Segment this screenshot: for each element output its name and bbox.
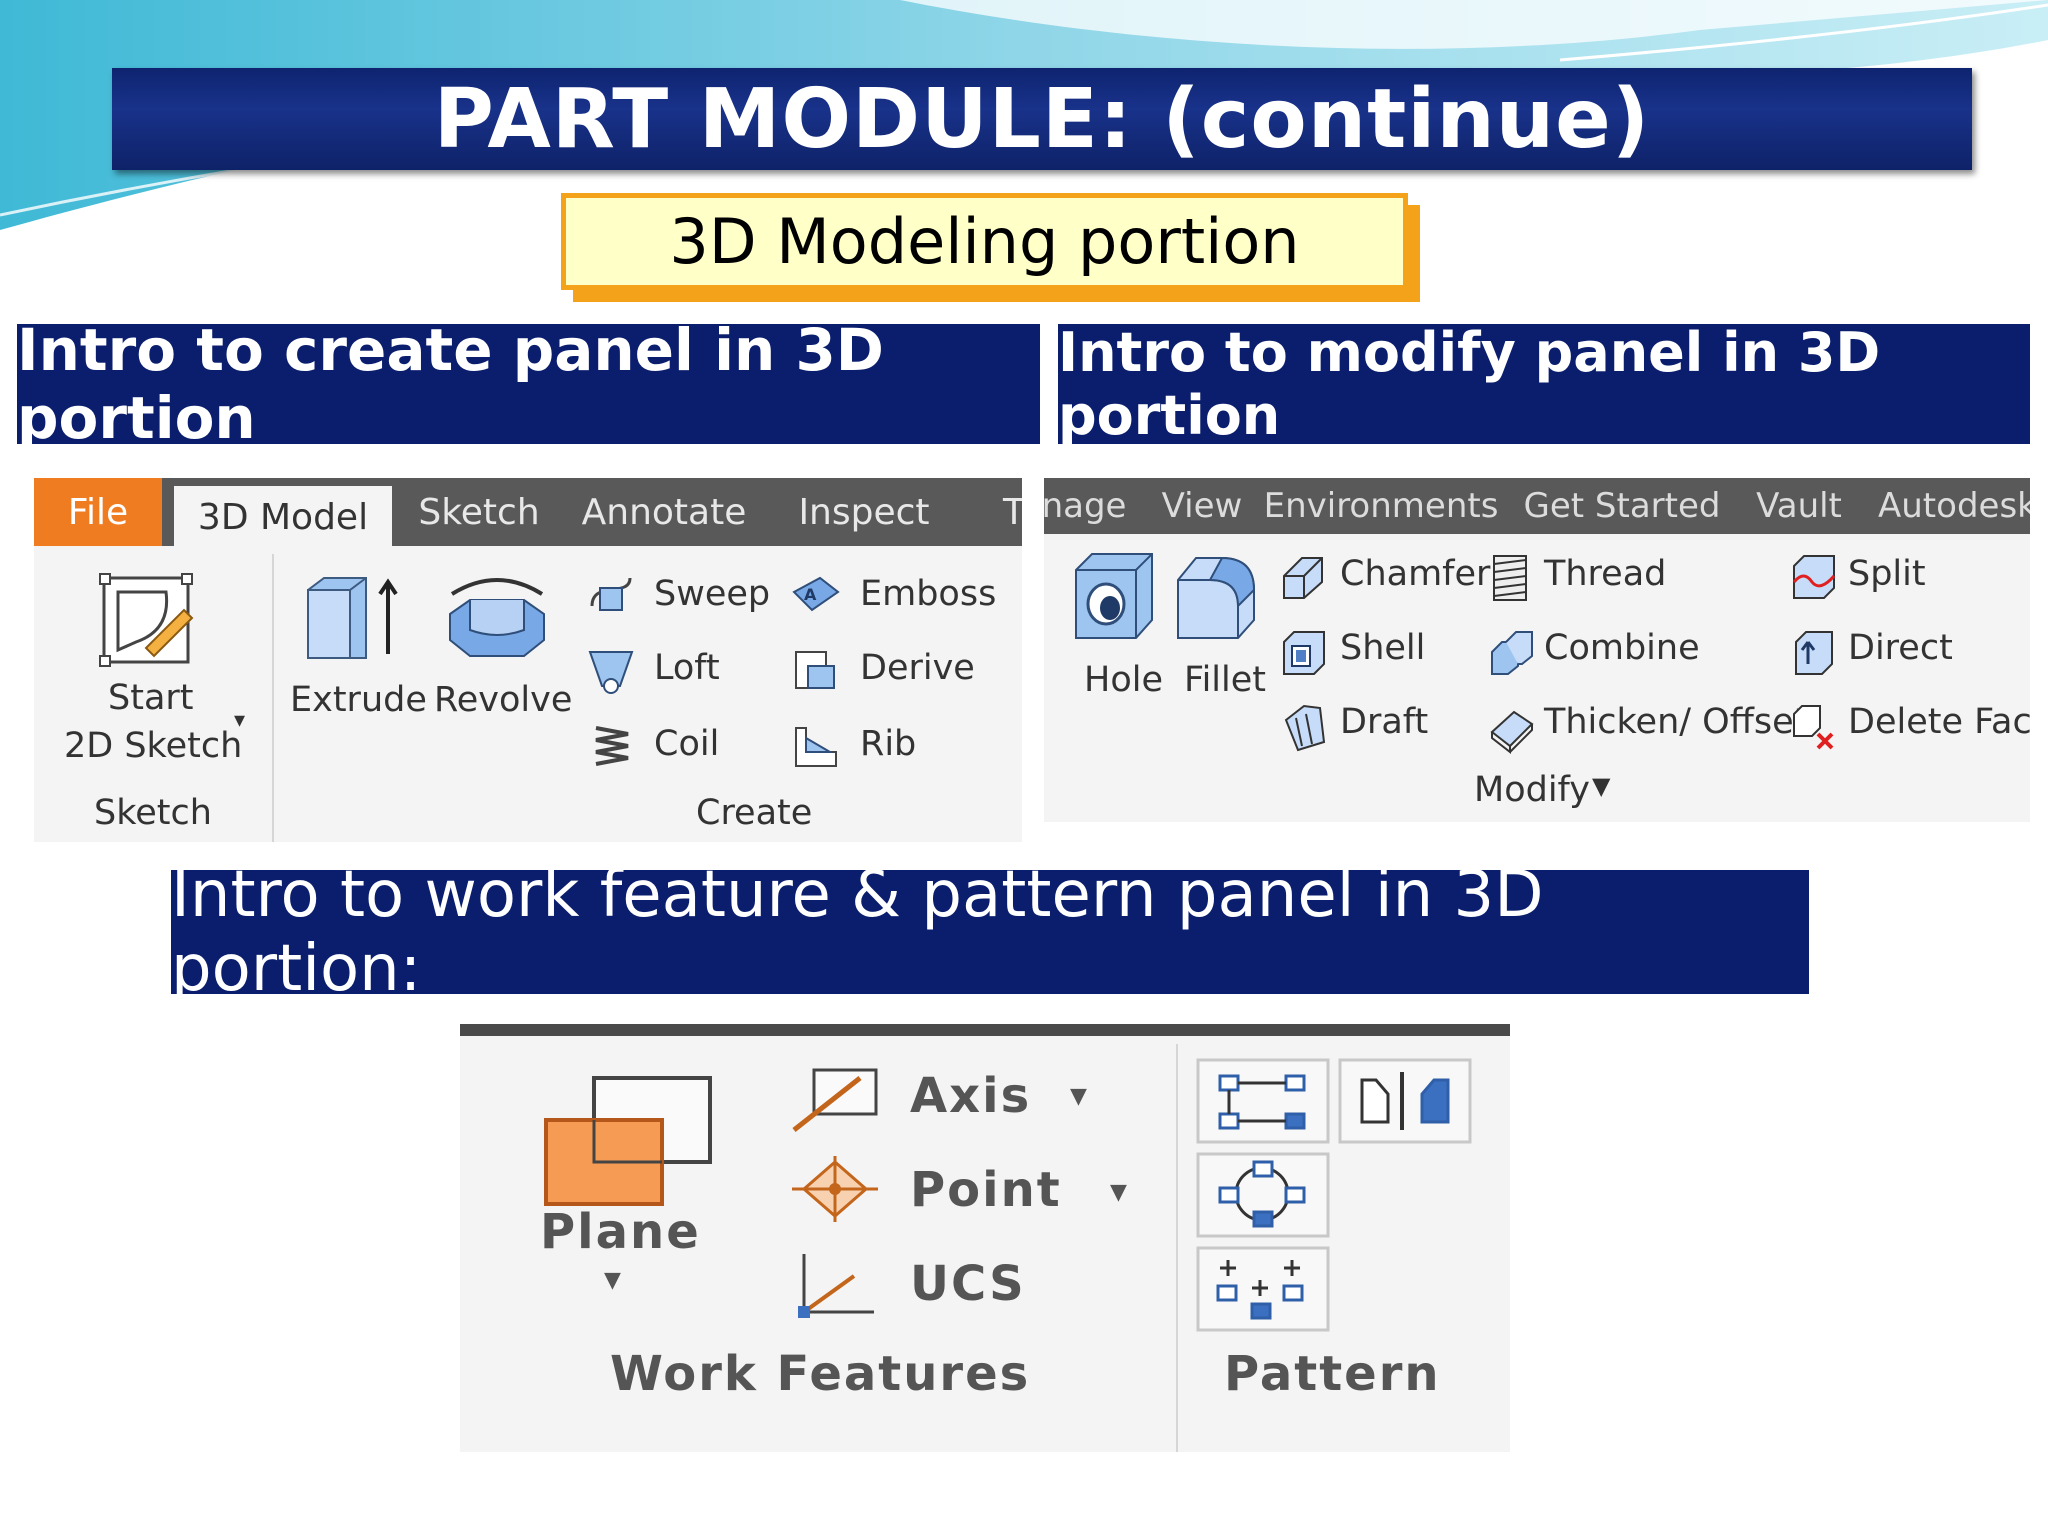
chamfer-label: Chamfer: [1340, 554, 1491, 594]
thicken-offset-label: Thicken/ Offset: [1544, 702, 1808, 742]
sweep-icon[interactable]: [586, 570, 636, 620]
loft-label: Loft: [654, 648, 720, 688]
tab-manage-truncated[interactable]: nage: [1044, 486, 1127, 526]
direct-label: Direct: [1848, 628, 1953, 668]
start-sketch-label-1: Start: [108, 678, 194, 718]
tab-view[interactable]: View: [1161, 486, 1243, 526]
sketch-group-label: Sketch: [94, 793, 212, 833]
tab-3d-model[interactable]: 3D Model: [174, 486, 392, 548]
thicken-offset-icon[interactable]: [1488, 704, 1536, 754]
ribbon-tab-row: File 3D Model Sketch Annotate Inspect T: [34, 478, 1022, 548]
sketch-driven-pattern-icon[interactable]: [1196, 1246, 1330, 1332]
point-icon[interactable]: [790, 1154, 880, 1224]
pattern-group-label: Pattern: [1224, 1346, 1441, 1402]
work-features-group-label: Work Features: [610, 1346, 1031, 1402]
split-label: Split: [1848, 554, 1926, 594]
start-sketch-icon[interactable]: [96, 570, 196, 670]
rectangular-pattern-icon[interactable]: [1196, 1058, 1330, 1144]
page-title: PART MODULE: (continue): [433, 71, 1651, 167]
fillet-icon[interactable]: [1174, 550, 1258, 642]
plane-icon[interactable]: [538, 1070, 718, 1220]
tab-annotate[interactable]: Annotate: [581, 491, 747, 533]
thread-label: Thread: [1544, 554, 1667, 594]
sweep-label: Sweep: [654, 574, 771, 614]
tab-environments[interactable]: Environments: [1263, 486, 1499, 526]
draft-label: Draft: [1340, 702, 1429, 742]
extrude-label: Extrude: [290, 680, 427, 720]
tab-get-started[interactable]: Get Started: [1523, 486, 1721, 526]
modify-ribbon-screenshot: nage View Environments Get Started Vault…: [1044, 478, 2030, 822]
mirror-icon[interactable]: [1338, 1058, 1472, 1144]
draft-icon[interactable]: [1280, 702, 1328, 754]
dropdown-arrow-icon[interactable]: ▾: [234, 708, 246, 733]
work-features-screenshot: Plane ▼ Axis ▼ Point ▼ UCS Work Features: [460, 1024, 1510, 1452]
axis-icon[interactable]: [790, 1064, 880, 1134]
circular-pattern-icon[interactable]: [1196, 1152, 1330, 1238]
derive-label: Derive: [860, 648, 975, 688]
create-ribbon-screenshot: File 3D Model Sketch Annotate Inspect T …: [34, 478, 1022, 842]
title-bar: PART MODULE: (continue): [112, 68, 1972, 170]
coil-label: Coil: [654, 724, 720, 764]
delete-face-label: Delete Face: [1848, 702, 2030, 742]
emboss-label: Emboss: [860, 574, 997, 614]
create-panel-banner: Intro to create panel in 3D portion: [17, 316, 1040, 452]
loft-icon[interactable]: [586, 646, 636, 696]
revolve-label: Revolve: [434, 680, 573, 720]
point-dropdown-icon[interactable]: ▼: [1110, 1180, 1127, 1205]
subtitle-box: 3D Modeling portion: [561, 193, 1408, 290]
delete-face-icon[interactable]: [1790, 702, 1838, 754]
ribbon-tab-row: nage View Environments Get Started Vault…: [1044, 478, 2030, 534]
axis-label: Axis: [910, 1068, 1032, 1124]
derive-icon[interactable]: [790, 646, 842, 696]
split-icon[interactable]: [1790, 552, 1838, 602]
axis-dropdown-icon[interactable]: ▼: [1070, 1084, 1087, 1109]
combine-label: Combine: [1544, 628, 1700, 668]
direct-icon[interactable]: [1790, 628, 1838, 678]
chamfer-icon[interactable]: [1280, 552, 1328, 602]
plane-dropdown-icon[interactable]: ▼: [604, 1268, 621, 1293]
tab-vault[interactable]: Vault: [1756, 486, 1842, 526]
create-group-label: Create: [696, 793, 813, 833]
tab-inspect[interactable]: Inspect: [798, 491, 930, 533]
modify-panel-banner: Intro to modify panel in 3D portion: [1058, 321, 2030, 447]
start-sketch-label-2: 2D Sketch: [64, 726, 243, 766]
tab-file[interactable]: File: [34, 478, 162, 546]
modify-group-label: Modify: [1474, 770, 1590, 810]
ucs-label: UCS: [910, 1256, 1026, 1312]
hole-label: Hole: [1084, 660, 1163, 700]
divider: [272, 554, 274, 842]
svg-text:A: A: [804, 585, 817, 604]
shell-label: Shell: [1340, 628, 1426, 668]
tab-truncated[interactable]: T: [1003, 491, 1022, 533]
tab-autodesk[interactable]: Autodesk A: [1878, 486, 2030, 526]
ribbon-top-edge: [460, 1024, 1510, 1036]
emboss-icon[interactable]: A: [790, 570, 842, 620]
divider: [1176, 1044, 1178, 1452]
ucs-icon[interactable]: [790, 1250, 880, 1320]
fillet-label: Fillet: [1184, 660, 1267, 700]
modify-dropdown-icon[interactable]: ▼: [1592, 772, 1611, 800]
extrude-icon[interactable]: [304, 570, 404, 670]
plane-label: Plane: [540, 1204, 701, 1260]
point-label: Point: [910, 1162, 1062, 1218]
rib-label: Rib: [860, 724, 917, 764]
revolve-icon[interactable]: [442, 570, 552, 670]
work-feature-banner: Intro to work feature & pattern panel in…: [171, 858, 1809, 1006]
tab-sketch[interactable]: Sketch: [418, 491, 540, 533]
subtitle: 3D Modeling portion: [669, 205, 1300, 278]
shell-icon[interactable]: [1280, 628, 1328, 678]
thread-icon[interactable]: [1488, 552, 1532, 604]
rib-icon[interactable]: [790, 722, 842, 772]
hole-icon[interactable]: [1072, 550, 1156, 642]
combine-icon[interactable]: [1488, 628, 1536, 678]
coil-icon[interactable]: [590, 722, 634, 772]
